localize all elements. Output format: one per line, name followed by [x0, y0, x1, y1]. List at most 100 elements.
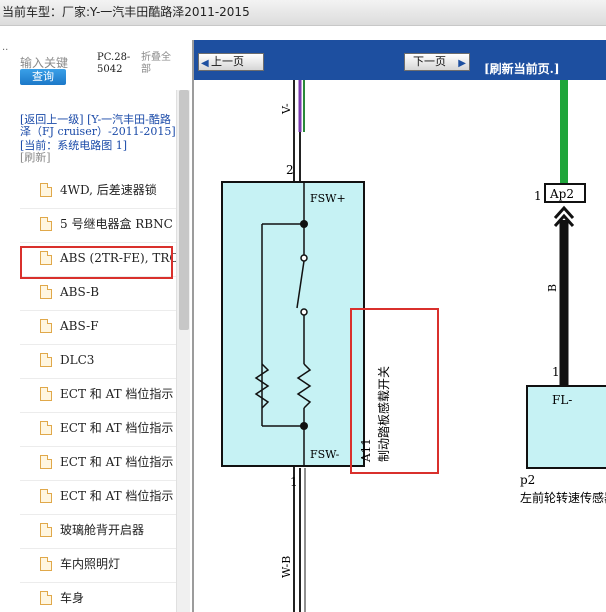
sensor-name: 左前轮转速传感器	[520, 490, 606, 505]
chevron-up-icon-2	[553, 213, 575, 228]
model-label: 当前车型：	[2, 5, 63, 19]
search-button[interactable]: 查询	[20, 69, 66, 85]
document-icon	[40, 557, 52, 571]
tree-divider	[20, 412, 176, 413]
wire-bottom-label: W-B	[280, 556, 293, 578]
document-icon	[40, 217, 52, 231]
tree-item-label: 玻璃舱背开启器	[60, 523, 145, 537]
prev-page-button[interactable]: ◀ 上一页	[198, 53, 264, 71]
wiring-diagram: V- 2 FSW+ FSW- 1 W-B A11	[221, 80, 606, 612]
tree-item[interactable]: 玻璃舱背开启器	[40, 520, 176, 540]
title-bar: 当前车型：厂家:Y-一汽丰田酷路泽2011-2015	[0, 0, 606, 26]
vehicle-name: 厂家:Y-一汽丰田酷路泽2011-2015	[62, 5, 250, 19]
connector-ap2-box	[544, 183, 586, 203]
resistor-left	[254, 363, 270, 409]
tree-item-label: ECT 和 AT 档位指示	[60, 455, 174, 469]
document-icon	[40, 523, 52, 537]
tree-divider	[20, 582, 176, 583]
wire-b-label: B	[546, 284, 559, 292]
tree-item-label: 4WD, 后差速器锁	[60, 183, 157, 197]
switch-contact-top	[300, 254, 308, 262]
refresh-page-link[interactable]: [刷新当前页.]	[484, 62, 560, 76]
tree-divider	[20, 208, 176, 209]
fsw-minus-label: FSW-	[310, 448, 340, 461]
tree-item[interactable]: ABS-B	[40, 282, 176, 302]
connector-pin: 1	[534, 189, 542, 203]
tree-item[interactable]: DLC3	[40, 350, 176, 370]
sensor-pin: 1	[552, 365, 560, 379]
document-icon	[40, 591, 52, 605]
tree-divider	[20, 514, 176, 515]
chevron-up-icon	[553, 205, 575, 220]
highlight-box-component	[350, 308, 439, 474]
document-icon	[40, 489, 52, 503]
switch-component-box	[221, 181, 365, 467]
page-toolbar: ◀ 上一页 下一页 ▶ [刷新当前页.]	[194, 40, 606, 80]
tree-item[interactable]: ECT 和 AT 档位指示	[40, 384, 176, 404]
document-icon	[40, 455, 52, 469]
tree-divider	[20, 480, 176, 481]
resistor-right	[296, 363, 312, 409]
tree-item-label: DLC3	[60, 353, 95, 367]
arrow-right-icon: ▶	[458, 58, 466, 69]
tree-divider	[20, 276, 176, 277]
fsw-plus-label: FSW+	[310, 192, 346, 205]
sidebar: .. 输入关键 查询 PC.28-5042 折叠全部 [返回上一级] [Y-一汽…	[0, 40, 190, 612]
component-name: 制动踏板感载开关	[376, 366, 391, 462]
pc-code: PC.28-5042	[97, 52, 131, 75]
tree-item-label: ABS-B	[60, 285, 100, 299]
tree-item-label: ECT 和 AT 档位指示	[60, 489, 174, 503]
tree-item[interactable]: 车身	[40, 588, 176, 608]
tree-item-label: 车身	[60, 591, 85, 605]
sensor-component-box	[526, 385, 606, 469]
prev-page-label: 上一页	[211, 55, 244, 68]
current-location: [当前：系统电路图 1]	[20, 139, 128, 152]
scrollbar-thumb[interactable]	[179, 90, 189, 330]
document-icon	[40, 285, 52, 299]
tree-item[interactable]: 车内照明灯	[40, 554, 176, 574]
sidebar-scrollbar[interactable]	[176, 90, 190, 612]
document-icon	[40, 421, 52, 435]
pin-bottom: 1	[290, 475, 298, 489]
tree-item-label: ECT 和 AT 档位指示	[60, 421, 174, 435]
tree-divider	[20, 310, 176, 311]
document-icon	[40, 251, 52, 265]
tree-item[interactable]: 5 号继电器盒 RBNC	[40, 214, 176, 234]
wire-top-label: V-	[280, 103, 293, 115]
component-code: A11	[359, 438, 373, 463]
breadcrumb: [返回上一级] [Y-一汽丰田-酷路泽（FJ cruiser）-2011-201…	[20, 114, 180, 164]
tree-divider	[20, 344, 176, 345]
next-page-label: 下一页	[413, 55, 446, 68]
tree-item[interactable]: ECT 和 AT 档位指示	[40, 452, 176, 472]
sidebar-dots: ..	[2, 42, 9, 53]
tree-divider	[20, 548, 176, 549]
tree-item[interactable]: ABS (2TR-FE), TRC	[40, 248, 176, 268]
sensor-terminal: FL-	[552, 393, 572, 407]
next-page-button[interactable]: 下一页 ▶	[404, 53, 470, 71]
back-link[interactable]: [返回上一级]	[20, 113, 84, 126]
sensor-code: p2	[520, 473, 535, 487]
tree-item[interactable]: 4WD, 后差速器锁	[40, 180, 176, 200]
breadcrumb-path[interactable]: [Y-一汽丰田-酷路泽（FJ cruiser）-2011-2015]	[20, 113, 176, 138]
arrow-left-icon: ◀	[201, 58, 209, 69]
tree-item-label: 5 号继电器盒 RBNC	[60, 217, 173, 231]
tree-item[interactable]: ECT 和 AT 档位指示	[40, 418, 176, 438]
tree-item-label: ECT 和 AT 档位指示	[60, 387, 174, 401]
tree-item-label: ABS-F	[60, 319, 99, 333]
tree-divider	[20, 378, 176, 379]
document-icon	[40, 183, 52, 197]
diagram-pane: ◀ 上一页 下一页 ▶ [刷新当前页.] V- 2 FSW+ FSW-	[192, 40, 606, 612]
tree-item[interactable]: ECT 和 AT 档位指示	[40, 486, 176, 506]
search-input[interactable]: 输入关键	[20, 56, 69, 70]
tree-item-label: 车内照明灯	[60, 557, 121, 571]
tree-divider	[20, 242, 176, 243]
highlight-box-selected-item	[20, 246, 173, 279]
pin-top: 2	[286, 163, 294, 177]
tree-item-label: ABS (2TR-FE), TRC	[60, 251, 176, 265]
connector-label: Ap2	[549, 187, 574, 201]
collapse-all-link[interactable]: 折叠全部	[141, 52, 171, 75]
tree-item[interactable]: ABS-F	[40, 316, 176, 336]
tree-divider	[20, 446, 176, 447]
document-icon	[40, 387, 52, 401]
sidebar-refresh-link[interactable]: [刷新]	[20, 151, 51, 164]
